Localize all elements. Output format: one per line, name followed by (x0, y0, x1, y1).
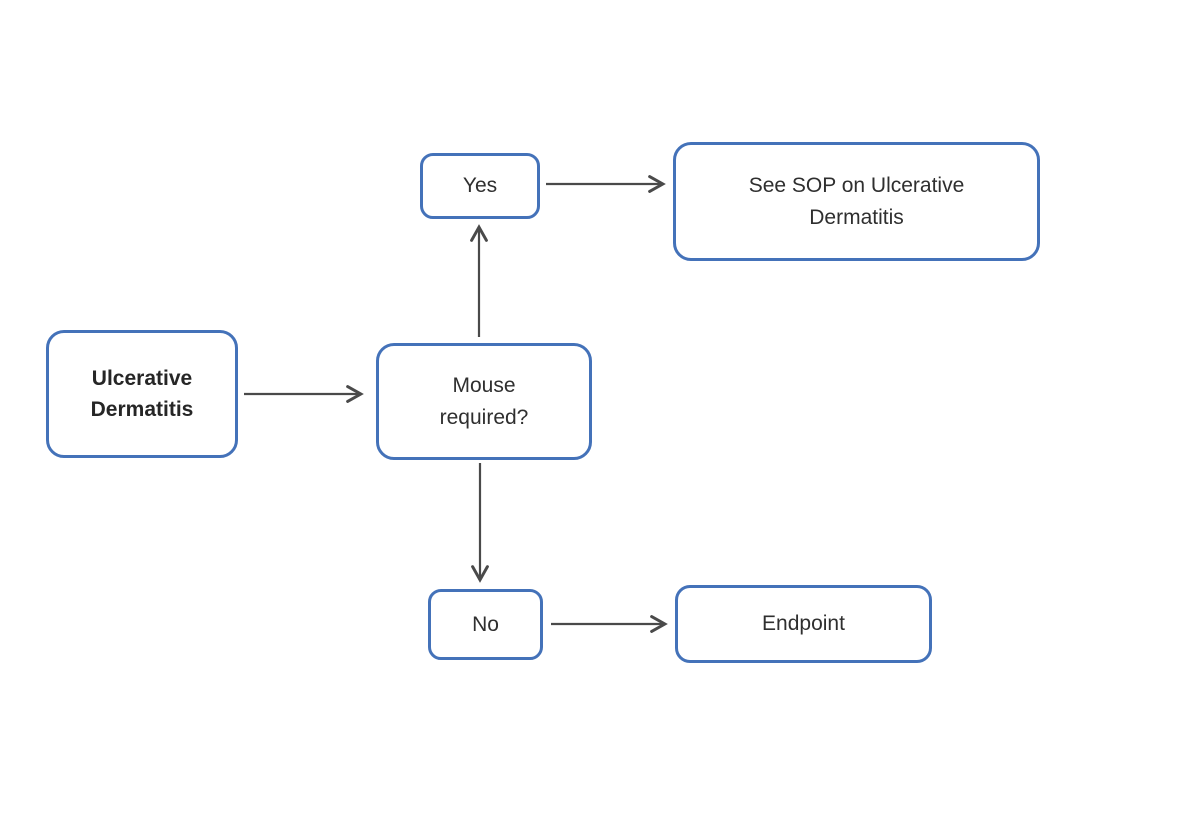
node-endpoint-label: Endpoint (762, 612, 845, 636)
node-yes: Yes (420, 153, 540, 219)
node-mouse-required: Mouse required? (376, 343, 592, 460)
node-endpoint: Endpoint (675, 585, 932, 663)
node-see-sop-label: See SOP on Ulcerative Dermatitis (748, 174, 965, 229)
node-ulcerative-dermatitis-label: Ulcerative Dermatitis (90, 366, 194, 422)
node-no-label: No (472, 612, 499, 636)
node-ulcerative-dermatitis: Ulcerative Dermatitis (46, 330, 238, 458)
node-yes-label: Yes (462, 174, 498, 198)
node-see-sop: See SOP on Ulcerative Dermatitis (673, 142, 1040, 261)
node-mouse-required-label: Mouse required? (439, 374, 529, 429)
node-no: No (428, 589, 543, 660)
